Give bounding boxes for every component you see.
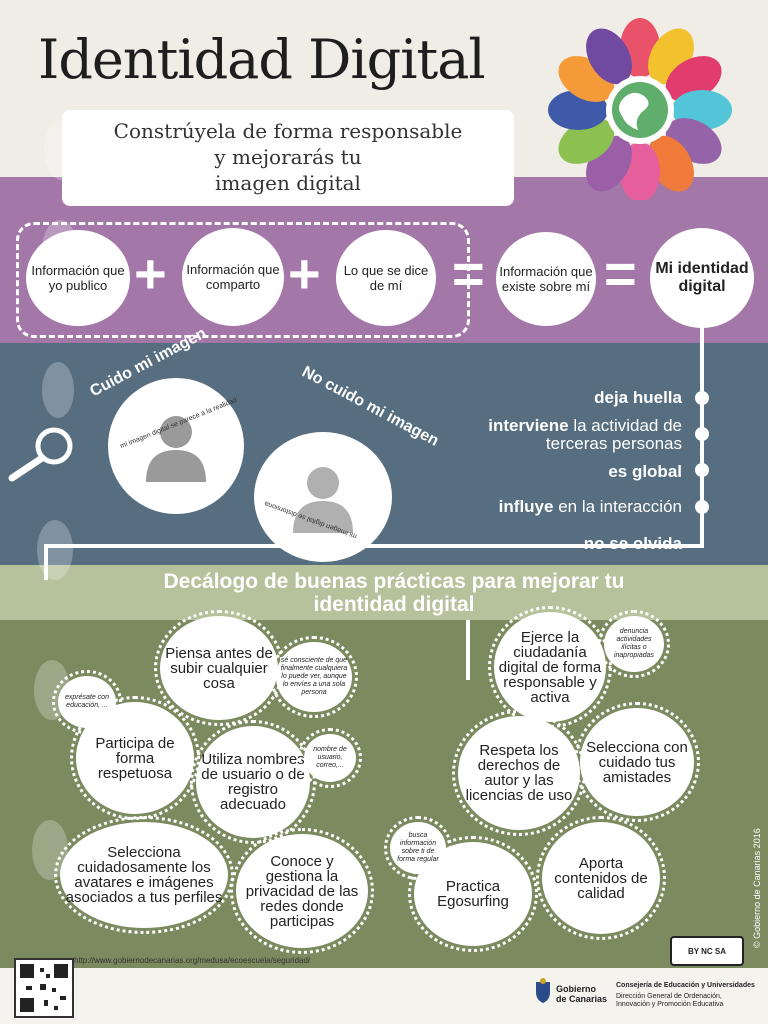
fact-es-global: es global: [608, 462, 682, 481]
equation-circle-existe-text: Información que existe sobre mí: [499, 264, 593, 294]
direction-line-1: Dirección General de Ordenación,: [616, 993, 722, 1000]
cuido-imagen-group: Cuido mi imagen mi imagen digital se par…: [84, 325, 248, 516]
decalogo-title: Decálogo de buenas prácticas para mejora…: [96, 570, 692, 616]
fact-dot: [695, 500, 709, 514]
bubble-selecciona-amistades: Selecciona con cuidado tus amistades: [574, 702, 700, 822]
bubble-egosurfing-text: Practica Egosurfing: [437, 878, 509, 910]
person-icon: [146, 416, 206, 482]
bubble-respeta-text: Respeta los derechos de autor y las lice…: [465, 742, 573, 804]
no-cuido-imagen-circle: [254, 432, 392, 562]
decalogo-connector: [466, 620, 470, 680]
fact-influye: influye en la interacción: [498, 497, 682, 516]
page-title: Identidad Digital: [38, 28, 486, 91]
bubble-piensa: Piensa antes de subir cualquier cosa: [154, 610, 284, 726]
bubble-egosurfing: Practica Egosurfing: [408, 836, 538, 952]
left-connector: [44, 544, 48, 580]
fact-no-se-olvida: no se olvida: [583, 534, 682, 553]
equation-group-frame: [16, 222, 470, 338]
note-piensa-text: sé consciente de que finalmente cualquie…: [280, 657, 348, 696]
bubble-participa: Participa de forma respetuosa: [70, 696, 200, 820]
bubble-ejerce: Ejerce la ciudadanía digital de forma re…: [488, 606, 612, 728]
department-name: Consejería de Educación y Universidades: [616, 982, 755, 989]
equation-circle-existe: Información que existe sobre mí: [496, 232, 596, 326]
note-ejerce: denuncia actividades ilícitas o inapropi…: [598, 610, 670, 678]
direction-line-2: Innovación y Promoción Educativa: [616, 1001, 724, 1008]
fact-dot: [695, 463, 709, 477]
bubble-selecciona-avatares: Selecciona cuidadosamente los avatares e…: [54, 816, 234, 934]
bubble-selecciona-avatares-text: Selecciona cuidadosamente los avatares e…: [65, 844, 223, 906]
coat-of-arms-icon: [536, 978, 550, 1003]
bubble-respeta: Respeta los derechos de autor y las lice…: [452, 710, 586, 836]
equals-sign: =: [604, 242, 637, 305]
bubble-selecciona-amistades-text: Selecciona con cuidado tus amistades: [586, 738, 688, 786]
gov-logo-line-1: Gobierno: [556, 984, 596, 994]
bubble-piensa-text: Piensa antes de subir cualquier cosa: [165, 644, 273, 692]
footer-band: [0, 968, 768, 1024]
subtitle-box: Constrúyela de forma responsable y mejor…: [62, 110, 514, 206]
note-participa-text: exprésate con educación, ...: [65, 694, 109, 709]
bubble-participa-text: Participa de forma respetuosa: [95, 734, 175, 782]
fact-dot: [695, 391, 709, 405]
note-utiliza: nombre de usuario, correo,...: [298, 728, 362, 788]
note-ejerce-text: denuncia actividades ilícitas o inapropi…: [613, 628, 655, 659]
subtitle: Constrúyela de forma responsable y mejor…: [62, 118, 514, 196]
department-text: Consejería de Educación y Universidades …: [616, 982, 755, 1009]
fact-terceras: terceras personas: [545, 434, 682, 453]
bubble-aporta-text: Aporta contenidos de calidad: [554, 854, 648, 902]
footer-url-link[interactable]: http://www.gobiernodecanarias.org/medusa…: [74, 956, 311, 965]
decalogo-title-line-1: Decálogo de buenas prácticas para mejora…: [163, 570, 625, 593]
bubble-ejerce-text: Ejerce la ciudadanía digital de forma re…: [498, 628, 602, 706]
equals-sign: =: [452, 242, 485, 305]
equation-circle-identidad-text: Mi identidad digital: [655, 260, 749, 295]
plus-sign: +: [134, 242, 167, 305]
cuido-imagen-circle: [108, 378, 244, 514]
no-cuido-imagen-group: No cuido mi imagen mi imagen digital se …: [248, 363, 441, 562]
note-utiliza-text: nombre de usuario, correo,...: [313, 746, 347, 769]
bubble-aporta: Aporta contenidos de calidad: [536, 816, 666, 940]
equation-circle-identidad: Mi identidad digital: [650, 228, 754, 328]
equation-circle-comparto: Información que comparto: [182, 228, 284, 326]
qr-code-icon[interactable]: [14, 958, 74, 1018]
bubble-conoce-text: Conoce y gestiona la privacidad de las r…: [245, 852, 359, 930]
subtitle-line-2: y mejorarás tu: [214, 145, 362, 169]
bubble-conoce: Conoce y gestiona la privacidad de las r…: [230, 828, 374, 954]
plus-sign: +: [288, 242, 321, 305]
fact-deja-huella: deja huella: [594, 388, 682, 407]
person-icon: [293, 467, 353, 533]
note-piensa: sé consciente de que finalmente cualquie…: [270, 636, 358, 718]
equation-circle-se-dice-text: Lo que se dice de mí: [343, 263, 429, 293]
note-egosurfing: busca información sobre ti de forma regu…: [384, 816, 452, 880]
decalogo-title-line-2: identidad digital: [313, 593, 475, 616]
equation-circle-se-dice: Lo que se dice de mí: [336, 230, 436, 326]
bubble-utiliza-text: Utiliza nombres de usuario o de registro…: [201, 751, 305, 813]
equation-circle-publico-text: Información que yo publico: [31, 263, 125, 293]
cc-license-icon: BY NC SA: [670, 936, 744, 966]
flower-globe-icon: [548, 18, 732, 200]
credit-vertical: © Gobierno de Canarias 2016: [752, 828, 762, 948]
subtitle-line-3: imagen digital: [215, 171, 361, 195]
gov-logo-line-2: de Canarias: [556, 994, 608, 1004]
cc-license-text: BY NC SA: [687, 946, 727, 956]
magnifier-icon: [8, 427, 73, 482]
fact-interviene: interviene la actividad de: [488, 416, 682, 435]
equation-circle-publico: Información que yo publico: [26, 230, 130, 326]
gov-logo-text: Gobierno de Canarias: [556, 984, 607, 1004]
fact-dot: [695, 427, 709, 441]
subtitle-line-1: Constrúyela de forma responsable: [113, 119, 463, 143]
note-egosurfing-text: busca información sobre ti de forma regu…: [397, 832, 439, 863]
equation-circle-comparto-text: Información que comparto: [186, 262, 280, 292]
decalogo-title-band: [0, 565, 768, 620]
horizontal-connector: [44, 544, 704, 548]
bubble-utiliza: Utiliza nombres de usuario o de registro…: [190, 720, 316, 844]
note-participa: exprésate con educación, ...: [52, 670, 122, 734]
